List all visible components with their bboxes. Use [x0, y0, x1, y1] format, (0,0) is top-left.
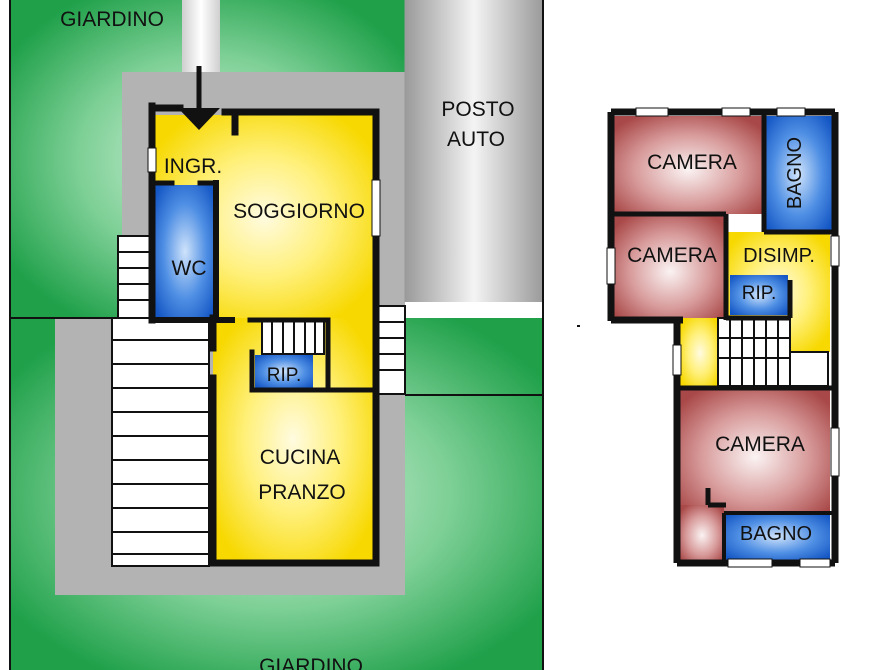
- storage-upper-label: RIP.: [742, 283, 777, 304]
- kitchen-label-line1: CUCINA: [260, 446, 341, 469]
- upper-stair: [717, 317, 829, 387]
- external-stair-right: [374, 305, 406, 395]
- bedroom-top-label: CAMERA: [647, 151, 737, 174]
- landing-label: DISIMP.: [743, 245, 815, 267]
- parking-label-line1: POSTO: [441, 98, 514, 121]
- garden-top-label: GIARDINO: [60, 8, 164, 31]
- bedroom-bottom-ext: [680, 505, 724, 560]
- external-stair-wc: [117, 235, 151, 319]
- landing-lower-area: [680, 318, 720, 388]
- internal-stair: [261, 319, 325, 355]
- bathroom-bottom-label: BAGNO: [740, 523, 812, 545]
- bedroom-bottom-label: CAMERA: [715, 433, 805, 456]
- parking-area: [405, 0, 543, 302]
- bedroom-middle-area: [614, 214, 726, 318]
- garden-bottom-label: GIARDINO: [259, 655, 363, 670]
- bedroom-bottom-area: [680, 388, 830, 513]
- bedroom-middle-label: CAMERA: [627, 244, 717, 267]
- bathroom-top-area: [764, 116, 832, 232]
- storage-upper-area: [730, 275, 788, 315]
- arrow-down-icon: [178, 66, 220, 130]
- first-floor: CAMERA BAGNO CAMERA DISIMP. RIP. CAMERA …: [606, 107, 840, 568]
- entrance-path: [182, 0, 220, 72]
- storage-ground-label: RIP.: [267, 365, 302, 386]
- parking-label-line2: AUTO: [447, 128, 505, 151]
- kitchen-label-line2: PRANZO: [258, 481, 346, 504]
- wc-area: [155, 185, 215, 318]
- storage-ground-area: [255, 355, 313, 388]
- external-stair-left: [111, 317, 210, 567]
- bedroom-top-area: [614, 116, 762, 214]
- ground-walls: [148, 102, 380, 567]
- bathroom-bottom-area: [724, 513, 830, 560]
- wc-label: WC: [172, 257, 207, 280]
- bathroom-top-label: BAGNO: [784, 137, 806, 209]
- entrance-label: INGR.: [164, 155, 222, 178]
- living-room-label: SOGGIORNO: [233, 200, 365, 223]
- ground-floor-site: GIARDINO GIARDINO POSTO AUTO INGR. SOGGI…: [9, 0, 544, 670]
